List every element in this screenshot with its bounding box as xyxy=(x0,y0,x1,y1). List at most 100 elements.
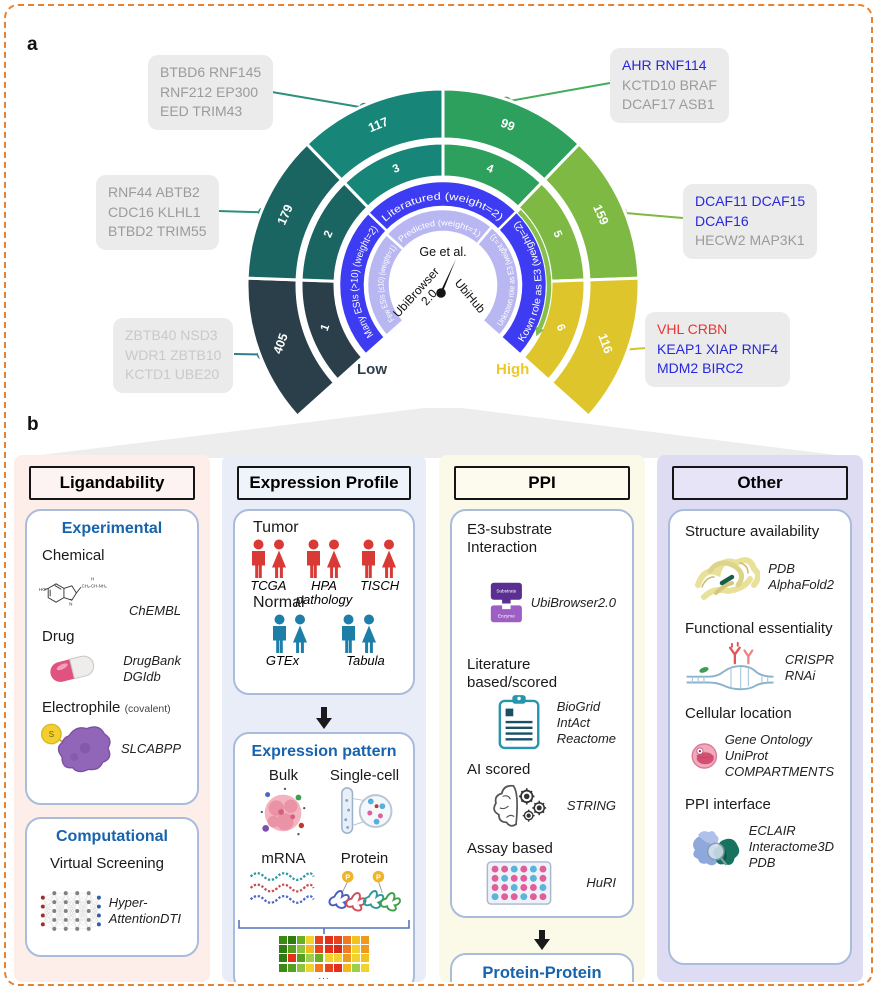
column-ppi: PPI E3-substrate Interaction Substrate E… xyxy=(439,455,645,982)
column-other: Other Structure availability PDB AlphaFo… xyxy=(657,455,863,982)
e3-substrate-row: Substrate Enzyme UbiBrowser2.0 xyxy=(452,559,632,647)
heatmap-cell xyxy=(278,954,287,963)
column-header-expression-profile: Expression Profile xyxy=(237,466,411,500)
structure-row: PDB AlphaFold2 xyxy=(670,543,850,611)
heatmap-cell xyxy=(315,945,324,954)
ppi-evidence-card: E3-substrate Interaction Substrate Enzym… xyxy=(450,509,634,918)
bulk-cell: Bulk xyxy=(243,763,324,844)
item-label-chemical: Chemical xyxy=(42,547,105,565)
gene-list-line: RNF44 ABTB2 xyxy=(108,184,200,200)
heatmap-cell xyxy=(297,963,306,972)
tumor-dataset-labels: TCGA HPA pathology TISCH xyxy=(235,578,413,608)
item-label-assay-based: Assay based xyxy=(467,840,553,857)
heatmap-cell xyxy=(324,945,333,954)
literature-row: BioGrid IntAct Reactome xyxy=(452,694,632,752)
panel-a-label: a xyxy=(27,34,38,55)
electrophile-label: Electrophile xyxy=(42,699,121,717)
neural-network-icon xyxy=(40,891,101,932)
source-chembl: ChEMBL xyxy=(128,603,181,619)
gene-list-line: KEAP1 XIAP RNF4 xyxy=(657,340,779,357)
gene-list-line: BTBD2 TRIM55 xyxy=(108,223,207,240)
puzzle-substrate-label: Substrate xyxy=(496,589,516,594)
heatmap-cell xyxy=(287,945,296,954)
heatmap-cell xyxy=(278,945,287,954)
column-header-ligandability: Ligandability xyxy=(29,466,195,500)
heatmap-cell xyxy=(324,963,333,972)
bulk-tissue-icon xyxy=(260,788,305,836)
heatmap-cell xyxy=(361,935,370,944)
heatmap-cell xyxy=(333,935,342,944)
svg-text:5: 5 xyxy=(550,229,564,240)
mrna-icon xyxy=(249,872,315,905)
svg-text:4: 4 xyxy=(485,162,496,176)
gene-list-line: EED TRIM43 xyxy=(160,103,243,120)
svg-text:HO: HO xyxy=(39,587,46,592)
svg-text:High: High xyxy=(496,361,529,378)
heatmap-cell xyxy=(297,954,306,963)
normal-couples xyxy=(235,612,413,654)
source-slcabpp: SLCABPP xyxy=(121,741,181,757)
item-label-ppi-interface: PPI interface xyxy=(685,796,771,813)
heatmap-cell xyxy=(306,935,315,944)
cell-icon xyxy=(691,743,718,769)
svg-text:CH₂-CH-NH₃: CH₂-CH-NH₃ xyxy=(82,584,107,589)
heatmap-cell xyxy=(361,963,370,972)
well-plate-icon xyxy=(486,861,552,905)
heatmap-cell xyxy=(306,963,315,972)
gene-list-line: DCAF11 DCAF15 xyxy=(695,193,806,209)
heatmap-cell xyxy=(315,954,324,963)
label-single-cell: Single-cell xyxy=(329,767,400,785)
tumor-couples xyxy=(235,537,413,579)
heatmap-cell xyxy=(342,954,351,963)
expression-sources-card: Tumor TCGA HPA pathology TISCH Normal GT… xyxy=(233,509,415,695)
heatmap-cell xyxy=(306,954,315,963)
normal-dataset-labels: GTEx Tabula xyxy=(235,652,413,674)
dataset-hpa: HPA pathology xyxy=(295,578,353,608)
protein-ribbon-icon xyxy=(695,557,760,600)
heatmap-cell xyxy=(287,954,296,963)
single-cell-cell: Single-cell xyxy=(324,763,405,844)
gene-list-line: KCTD1 UBE20 xyxy=(125,366,220,383)
item-label-electrophile: Electrophile (covalent) xyxy=(42,699,187,717)
clipboard-icon xyxy=(498,695,540,750)
heatmap-cell xyxy=(342,963,351,972)
brain-gears-icon xyxy=(493,784,547,827)
ppi-interface-row: ECLAIR Interactome3D PDB xyxy=(670,816,850,888)
heatmap-cell xyxy=(333,963,342,972)
heatmap-cell xyxy=(352,935,361,944)
item-label-essentiality: Functional essentiality xyxy=(685,620,833,637)
protein-structures-icon: P P xyxy=(328,871,401,912)
heatmap-row xyxy=(278,945,370,954)
crispr-dna-icon xyxy=(686,641,774,691)
cellular-location-row: Gene Ontology UniProt COMPARTMENTS xyxy=(670,725,850,787)
card-title-expression-pattern: Expression pattern xyxy=(251,743,397,760)
gene-list-line: ZBTB40 NSD3 xyxy=(125,327,218,343)
column-header-ppi: PPI xyxy=(454,466,630,500)
source-hyperattentiondti: Hyper- AttentionDTI xyxy=(108,895,181,927)
gene-list-line: KCTD10 BRAF xyxy=(622,76,717,93)
item-label-e3-substrate: E3-substrate Interaction xyxy=(467,521,553,556)
protein-interface-icon xyxy=(693,831,740,866)
gene-list-line: RNF212 EP300 xyxy=(160,83,259,100)
column-header-other: Other xyxy=(672,466,848,500)
heatmap-cell xyxy=(297,945,306,954)
assay-based-row: HuRI xyxy=(452,860,632,916)
heatmap-row xyxy=(278,981,370,982)
callout-score5-genes: DCAF11 DCAF15 DCAF16 HECW2 MAP3K1 xyxy=(683,184,818,259)
source-crispr-rnai: CRISPR RNAi xyxy=(784,651,834,683)
callout-score6-genes: VHL CRBN KEAP1 XIAP RNF4 MDM2 BIRC2 xyxy=(645,312,791,387)
experimental-card: Experimental Chemical HO H CH₂-CH-NH₃ N xyxy=(25,509,199,805)
pill-icon xyxy=(50,655,95,683)
svg-text:116: 116 xyxy=(595,332,615,356)
source-biogrid-intact-reactome: BioGrid IntAct Reactome xyxy=(556,698,616,747)
svg-text:405: 405 xyxy=(271,331,291,355)
heatmap-cell xyxy=(361,954,370,963)
heatmap-cell xyxy=(297,935,306,944)
dataset-gtex: GTEx xyxy=(265,652,300,668)
chemical-row: HO H CH₂-CH-NH₃ N ChEMBL xyxy=(27,567,197,619)
item-label-virtual-screening: Virtual Screening xyxy=(50,855,164,873)
chemical-structure-icon: HO H CH₂-CH-NH₃ N xyxy=(39,577,107,607)
essentiality-row: CRISPR RNAi xyxy=(670,640,850,696)
protein-quad-cell: Protein P P xyxy=(324,846,405,919)
